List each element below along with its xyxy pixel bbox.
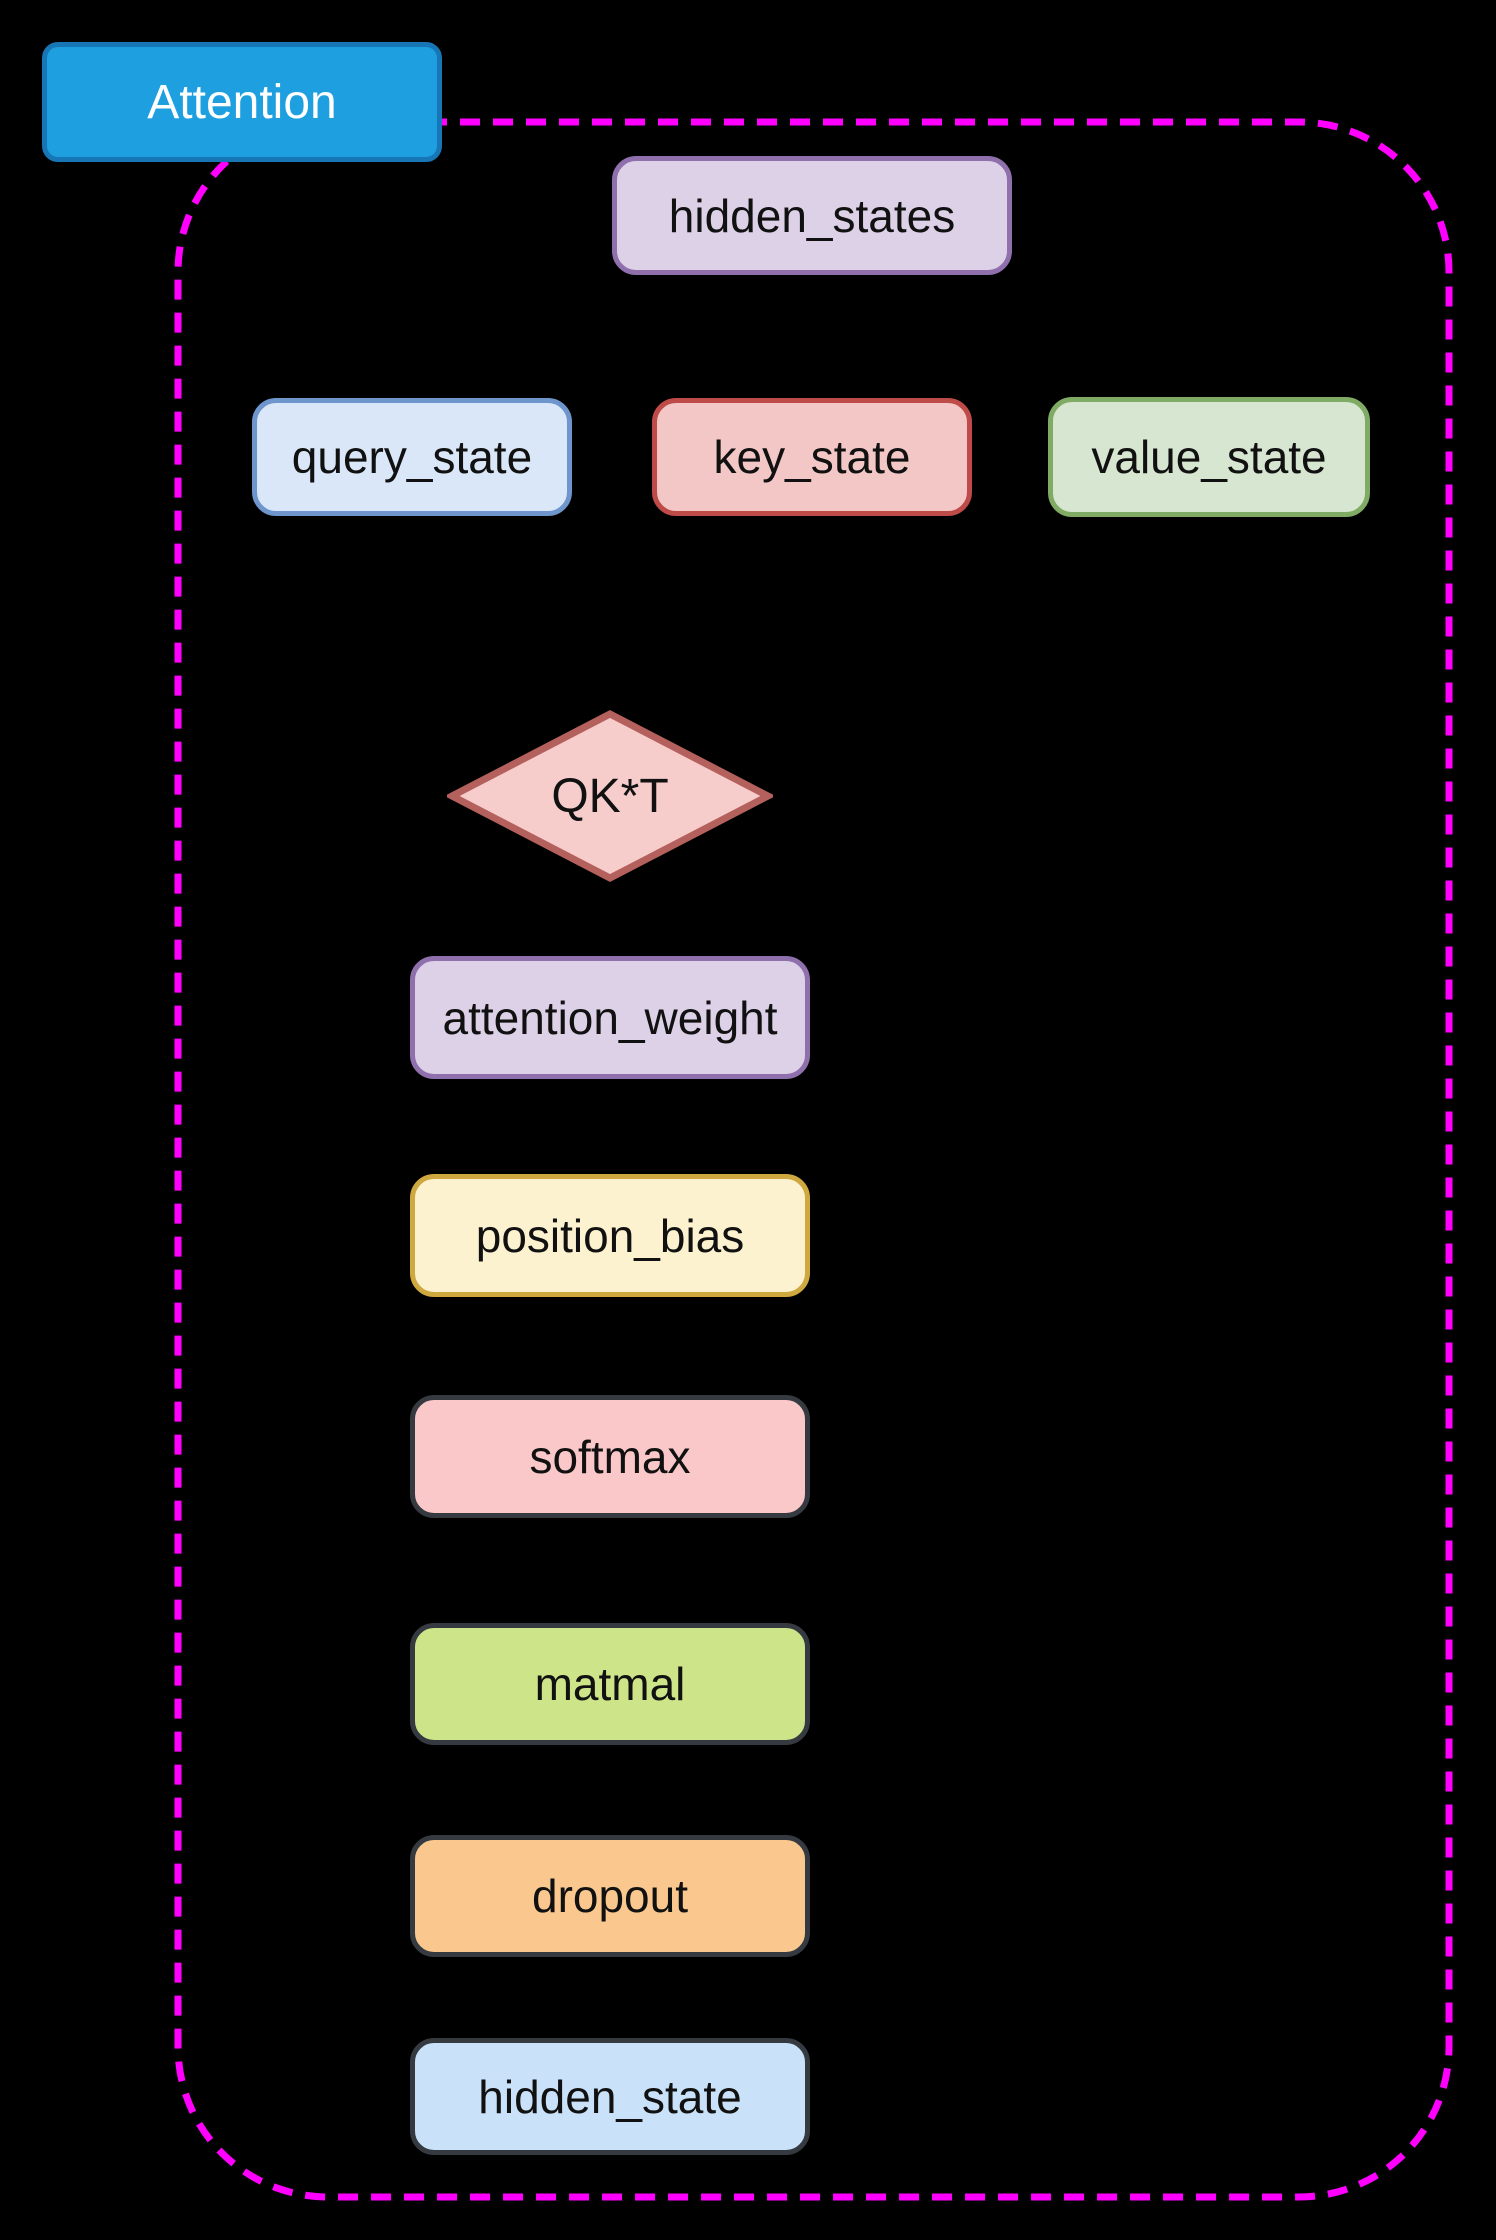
node-position-bias-label: position_bias	[475, 1209, 745, 1262]
qkt-diamond-shape	[447, 710, 773, 882]
node-hidden-state-label: hidden_state	[478, 2070, 742, 2123]
node-query-state-label: query_state	[291, 431, 533, 483]
node-attention-weight-label: attention_weight	[442, 991, 778, 1044]
node-matmal: matmal	[410, 1623, 810, 1745]
node-hidden-states: hidden_states	[612, 156, 1012, 275]
node-key-state-label: key_state	[713, 431, 911, 483]
node-key-state: key_state	[652, 398, 972, 516]
node-dropout: dropout	[410, 1835, 810, 1957]
attention-group-label: Attention	[42, 42, 442, 162]
node-hidden-states-label: hidden_states	[668, 189, 956, 242]
node-attention-weight: attention_weight	[410, 956, 810, 1079]
node-qkt-label: QK*T	[551, 769, 669, 823]
node-hidden-state: hidden_state	[410, 2038, 810, 2155]
node-dropout-label: dropout	[531, 1870, 688, 1922]
node-qkt-diamond: QK*T	[447, 710, 773, 882]
node-matmal-label: matmal	[534, 1658, 686, 1710]
node-softmax-label: softmax	[529, 1430, 691, 1483]
node-value-state-label: value_state	[1091, 431, 1327, 483]
node-query-state: query_state	[252, 398, 572, 516]
node-value-state: value_state	[1048, 397, 1370, 517]
node-position-bias: position_bias	[410, 1174, 810, 1297]
node-softmax: softmax	[410, 1395, 810, 1518]
attention-group-label-text: Attention	[147, 75, 337, 129]
